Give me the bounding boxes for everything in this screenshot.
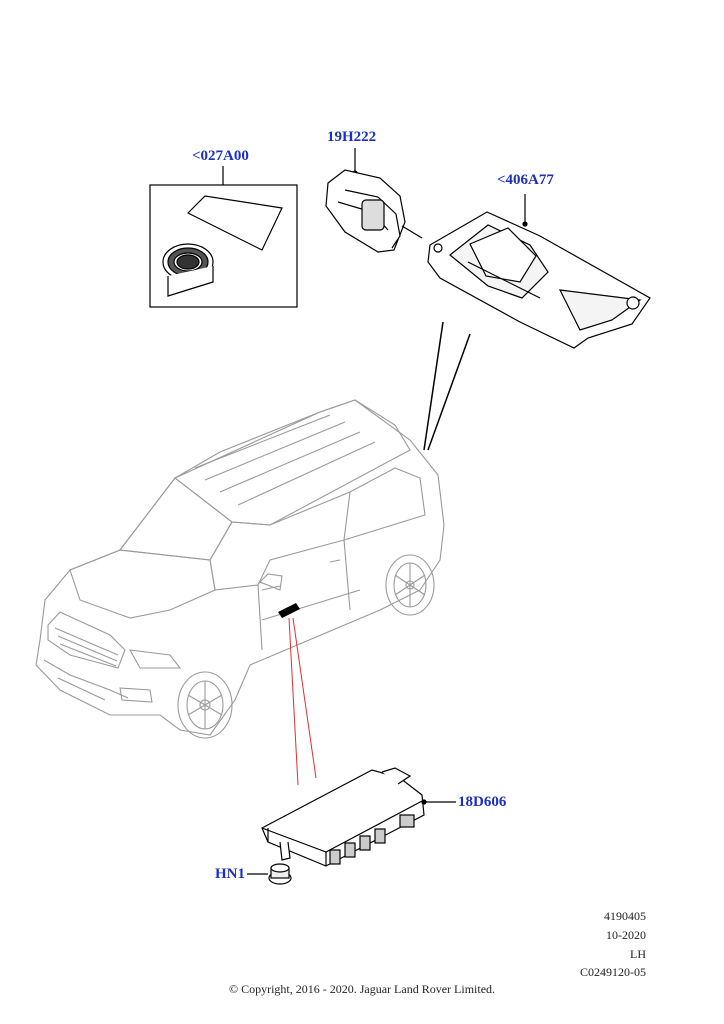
copyright-notice: © Copyright, 2016 - 2020. Jaguar Land Ro… (228, 982, 496, 996)
connector-illustration (325, 148, 423, 253)
camera-bracket-illustration (427, 194, 651, 349)
module-illustration (261, 767, 456, 867)
info-ref: C0249120-05 (580, 965, 646, 979)
callout-camera-bracket: <406A77 (497, 172, 554, 188)
tape-kit-illustration (149, 166, 298, 308)
callout-fastener: HN1 (215, 866, 245, 882)
module-location-marker (278, 603, 300, 618)
info-date: 10-2020 (606, 928, 646, 942)
callout-tape-kit: <027A00 (192, 148, 249, 164)
camera-pointer-lines (423, 321, 471, 451)
info-code: 4190405 (604, 909, 646, 923)
callout-module: 18D606 (458, 794, 507, 810)
info-side: LH (630, 947, 646, 961)
callout-connector: 19H222 (327, 129, 377, 145)
fastener-illustration (247, 863, 292, 885)
vehicle-illustration (35, 399, 445, 739)
module-leader-lines (288, 617, 317, 786)
